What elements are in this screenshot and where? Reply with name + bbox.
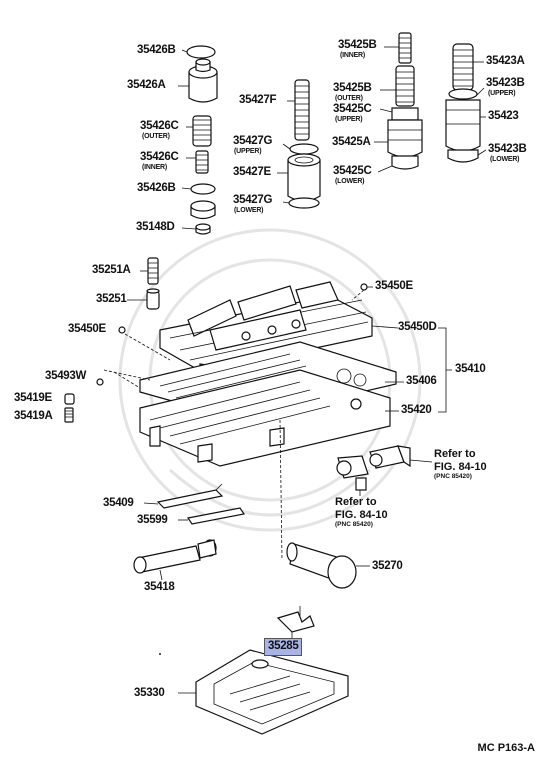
group-bracket	[438, 327, 447, 413]
label-35423B-upper-note: (UPPER)	[488, 90, 516, 97]
label-35426C-inner-note: (INNER)	[142, 164, 168, 171]
label-35425B-outer-note: (OUTER)	[335, 95, 363, 102]
plug-35426B	[190, 200, 216, 220]
refer-note-line1: Refer to	[434, 448, 476, 460]
label-35427G-upper-note: (UPPER)	[234, 148, 262, 155]
refer-note-pnc: (PNC 85420)	[434, 473, 472, 481]
label-35423A[interactable]: 35423A	[486, 55, 525, 67]
guide-line	[279, 419, 283, 561]
figure-code: MC P163-A	[477, 742, 535, 754]
lower-valve-body-35420	[139, 369, 391, 467]
label-35420[interactable]: 35420	[401, 404, 432, 416]
seal-ring-35427G-lower	[288, 197, 320, 209]
label-35450E-right[interactable]: 35450E	[375, 280, 413, 292]
label-35418[interactable]: 35418	[144, 581, 175, 593]
label-35426C-outer-note: (OUTER)	[142, 133, 170, 140]
label-35493W[interactable]: 35493W	[45, 370, 87, 382]
bolt-35450E-right	[360, 283, 368, 291]
label-35599[interactable]: 35599	[137, 514, 168, 526]
label-35426C-outer[interactable]: 35426C	[140, 120, 179, 132]
spring-35427F	[294, 79, 310, 141]
label-35427G-upper[interactable]: 35427G	[233, 135, 273, 147]
plate-35599	[186, 507, 246, 525]
label-35410[interactable]: 35410	[455, 363, 486, 375]
spring-35426C-outer	[192, 115, 212, 147]
retainer-35419E	[64, 393, 75, 405]
label-35425C-lower[interactable]: 35425C	[333, 165, 372, 177]
label-35450E-left[interactable]: 35450E	[68, 323, 106, 335]
solenoid-left	[336, 455, 369, 491]
label-35409[interactable]: 35409	[103, 497, 134, 509]
label-35406[interactable]: 35406	[406, 375, 437, 387]
label-35426B-2[interactable]: 35426B	[137, 182, 176, 194]
label-35148D[interactable]: 35148D	[136, 221, 175, 233]
label-35426C-inner[interactable]: 35426C	[140, 151, 179, 163]
label-35425B-inner[interactable]: 35425B	[338, 39, 377, 51]
piston-assembly-35425	[387, 32, 423, 170]
piston-35427E	[287, 153, 321, 202]
label-35425B-outer[interactable]: 35425B	[333, 82, 372, 94]
piston-35426A	[188, 58, 218, 103]
label-35423B-upper[interactable]: 35423B	[486, 77, 525, 89]
label-35427F[interactable]: 35427F	[239, 94, 277, 106]
label-35423B-lower[interactable]: 35423B	[488, 143, 527, 155]
spring-35419A	[64, 407, 74, 423]
cap-35148D	[195, 223, 211, 235]
accumulator-35270	[286, 542, 357, 589]
refer-note-line2: FIG. 84-10	[434, 460, 487, 473]
refer-note-fig84-10-left[interactable]: Refer to FIG. 84-10 (PNC 85420)	[335, 496, 388, 529]
label-35285-highlighted[interactable]: 35285	[264, 638, 303, 656]
label-35450D[interactable]: 35450D	[398, 321, 437, 333]
refer-note-fig84-10-right[interactable]: Refer to FIG. 84-10 (PNC 85420)	[434, 448, 487, 481]
label-35419A[interactable]: 35419A	[14, 410, 53, 422]
label-35426B[interactable]: 35426B	[137, 44, 176, 56]
label-35427G-lower-note: (LOWER)	[234, 207, 264, 214]
solenoid-right	[369, 445, 411, 469]
refer-note-line1: Refer to	[335, 496, 377, 508]
label-35423B-lower-note: (LOWER)	[490, 156, 520, 163]
label-35427E[interactable]: 35427E	[233, 166, 271, 178]
oil-strainer-35330	[195, 649, 349, 735]
label-35425C-lower-note: (LOWER)	[335, 178, 365, 185]
upper-valve-body-35450D	[159, 281, 373, 375]
label-35425C-upper-note: (UPPER)	[335, 116, 363, 123]
label-35427G-lower[interactable]: 35427G	[233, 194, 273, 206]
refer-note-line2: FIG. 84-10	[335, 508, 388, 521]
piston-assembly-35423	[445, 43, 481, 163]
label-35419E[interactable]: 35419E	[14, 392, 52, 404]
label-35425B-inner-note: (INNER)	[340, 52, 366, 59]
seal-ring-35426B	[186, 45, 216, 59]
seal-ring-35426B-2	[190, 183, 216, 195]
ball-35493W	[96, 378, 104, 386]
label-35426A[interactable]: 35426A	[127, 79, 166, 91]
spring-35426C-inner	[195, 150, 209, 174]
label-35423[interactable]: 35423	[488, 110, 519, 122]
spring-35251A	[147, 257, 159, 285]
label-35251[interactable]: 35251	[96, 293, 127, 305]
label-35251A[interactable]: 35251A	[92, 264, 131, 276]
clip-35285	[276, 606, 315, 633]
plug-35251	[146, 288, 160, 310]
label-35425A[interactable]: 35425A	[332, 136, 371, 148]
seal-ring-35427G-upper	[289, 143, 319, 155]
refer-note-pnc: (PNC 85420)	[335, 521, 373, 529]
valve-35418	[133, 539, 217, 574]
bolt-35450E-left	[118, 326, 126, 334]
label-35270[interactable]: 35270	[372, 560, 403, 572]
label-35425C-upper[interactable]: 35425C	[333, 103, 372, 115]
plate-35409	[156, 483, 224, 509]
label-35330[interactable]: 35330	[134, 687, 165, 699]
